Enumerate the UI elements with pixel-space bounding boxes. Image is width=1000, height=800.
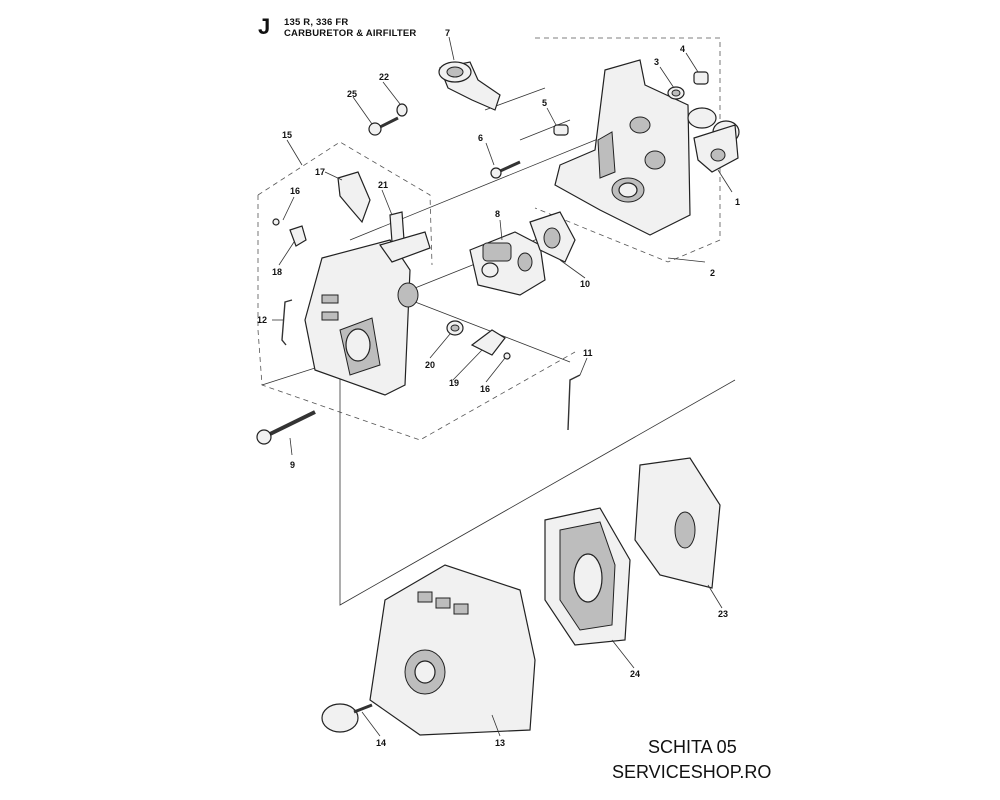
callout-22: 22 — [379, 72, 389, 82]
part-18-knob — [289, 225, 307, 247]
part-19-plate — [470, 329, 506, 356]
part-9-bolt — [256, 410, 316, 445]
callout-2: 2 — [710, 268, 715, 278]
callout-23: 23 — [718, 609, 728, 619]
part-25-screw — [368, 116, 399, 136]
callout-4: 4 — [680, 44, 685, 54]
part-filter-housing — [304, 231, 431, 396]
part-22-washer — [396, 103, 408, 117]
part-4-nut — [693, 71, 709, 85]
part-14-cover-knob — [321, 703, 373, 733]
callout-20: 20 — [425, 360, 435, 370]
part-12-wire — [281, 299, 293, 346]
callout-7: 7 — [445, 28, 450, 38]
part-8-carburetor — [469, 231, 546, 296]
part-16-screw-upper — [272, 218, 280, 226]
part-24-filter-frame — [544, 507, 631, 646]
part-2-intake-plate — [554, 59, 691, 236]
callout-14: 14 — [376, 738, 386, 748]
part-11-rod — [567, 374, 581, 431]
callout-16-lower: 16 — [480, 384, 490, 394]
callout-1: 1 — [735, 197, 740, 207]
part-3-bushing — [667, 86, 685, 100]
diagram-title: CARBURETOR & AIRFILTER — [284, 28, 417, 39]
callout-3: 3 — [654, 57, 659, 67]
part-1-seal-ring — [687, 107, 740, 173]
callout-10: 10 — [580, 279, 590, 289]
part-21-clip — [389, 211, 405, 243]
callout-11: 11 — [583, 348, 593, 358]
callout-19: 19 — [449, 378, 459, 388]
callout-15: 15 — [282, 130, 292, 140]
callout-25: 25 — [347, 89, 357, 99]
callout-16-upper: 16 — [290, 186, 300, 196]
callout-13: 13 — [495, 738, 505, 748]
footer-site-label: SERVICESHOP.RO — [612, 762, 772, 782]
callout-5: 5 — [542, 98, 547, 108]
group-box-15 — [257, 141, 433, 266]
callout-18: 18 — [272, 267, 282, 277]
group-box-2 — [534, 37, 721, 263]
part-13-filter-cover — [369, 564, 536, 736]
part-17-choke-lever — [337, 171, 371, 224]
part-10-gasket — [529, 211, 576, 263]
part-5-plug — [553, 124, 569, 136]
part-7-elbow — [438, 61, 501, 111]
callout-6: 6 — [478, 133, 483, 143]
callout-24: 24 — [630, 669, 640, 679]
model-line: 135 R, 336 FR — [284, 17, 349, 28]
part-16-screw-lower — [503, 352, 511, 360]
part-23-filter-element — [634, 457, 721, 589]
callout-8: 8 — [495, 209, 500, 219]
callout-9: 9 — [290, 460, 295, 470]
part-6-screw — [490, 160, 521, 179]
callout-17: 17 — [315, 167, 325, 177]
part-20-ring — [446, 320, 464, 336]
section-letter: J — [258, 14, 271, 39]
callout-21: 21 — [378, 180, 388, 190]
footer-sheet-label: SCHITA 05 — [648, 737, 737, 757]
callout-12: 12 — [257, 315, 267, 325]
